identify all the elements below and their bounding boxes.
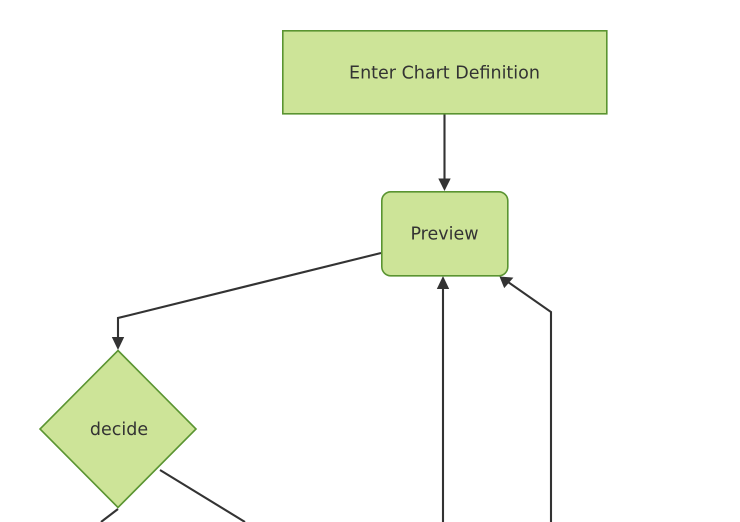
node-enter-chart-definition[interactable]: Enter Chart Definition	[281, 29, 608, 115]
edge-preview-to-decide	[116, 251, 382, 342]
node-enter-chart-definition-shape	[281, 29, 608, 115]
node-preview[interactable]: Preview	[380, 191, 509, 277]
edge-bottom-right-to-preview	[507, 281, 553, 522]
arrowhead-preview-to-decide-icon	[111, 337, 125, 350]
arrowhead-enter-to-preview-icon	[438, 178, 451, 191]
node-decide-label: decide	[90, 420, 148, 440]
edge-decide-out-left	[100, 508, 119, 522]
node-decide-shape	[38, 349, 198, 509]
node-preview-shape	[380, 191, 509, 277]
edge-decide-out-right	[159, 469, 246, 522]
node-preview-label: Preview	[410, 225, 478, 245]
node-decide[interactable]: decide	[38, 349, 198, 509]
arrowhead-bottom-to-preview-center-icon	[436, 276, 450, 289]
arrowhead-bottom-right-to-preview-icon	[499, 276, 514, 289]
edges-layer	[100, 114, 553, 522]
node-enter-chart-definition-label: Enter Chart Definition	[349, 64, 540, 84]
nodes-layer: Enter Chart Definition Preview decide	[38, 29, 608, 509]
